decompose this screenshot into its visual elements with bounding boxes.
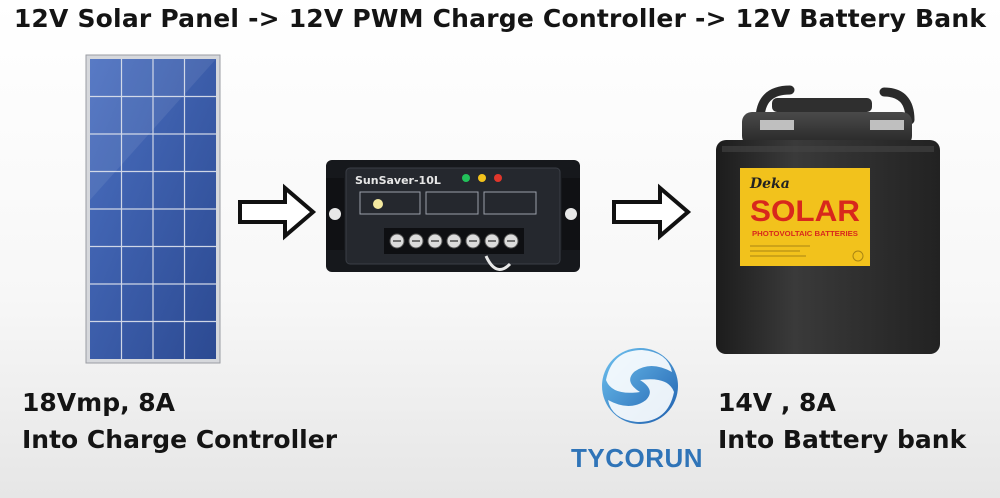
tycorun-brand-text: TYCORUN (571, 443, 704, 473)
diagram-title: 12V Solar Panel -> 12V PWM Charge Contro… (13, 4, 987, 33)
controller-model-label: SunSaver-10L (355, 174, 441, 187)
battery-label-fineprint (750, 245, 810, 257)
arrow-controller-to-battery (612, 183, 692, 241)
mount-hole-right (565, 208, 577, 220)
battery-caption-line2: Into Battery bank (718, 425, 967, 454)
terminal-left (760, 120, 794, 130)
status-led-yellow (478, 174, 486, 182)
terminal-right (870, 120, 904, 130)
status-led-green (462, 174, 470, 182)
arrow-panel-to-controller (238, 183, 317, 241)
battery: Deka SOLAR PHOTOVOLTAIC BATTERIES (716, 85, 940, 354)
solar-panel (85, 54, 221, 364)
battery-label (740, 168, 870, 266)
panel-caption-line1: 18Vmp, 8A (22, 388, 176, 417)
charge-controller: SunSaver-10L (326, 160, 580, 272)
panel-grid (90, 59, 216, 359)
terminal-block (384, 228, 524, 254)
battery-caption-line1: 14V , 8A (718, 388, 836, 417)
battery-brand-label: Deka (749, 176, 790, 192)
panel-caption: 18Vmp, 8A Into Charge Controller (22, 384, 337, 458)
mount-hole-left (329, 208, 341, 220)
panel-caption-line2: Into Charge Controller (22, 425, 338, 454)
indicator-light (373, 199, 383, 209)
jumper-wire (484, 255, 512, 271)
battery-product-label: SOLAR (750, 195, 860, 228)
battery-sub-label: PHOTOVOLTAIC BATTERIES (752, 231, 858, 238)
status-led-red (494, 174, 502, 182)
battery-caption: 14V , 8A Into Battery bank (718, 384, 966, 458)
